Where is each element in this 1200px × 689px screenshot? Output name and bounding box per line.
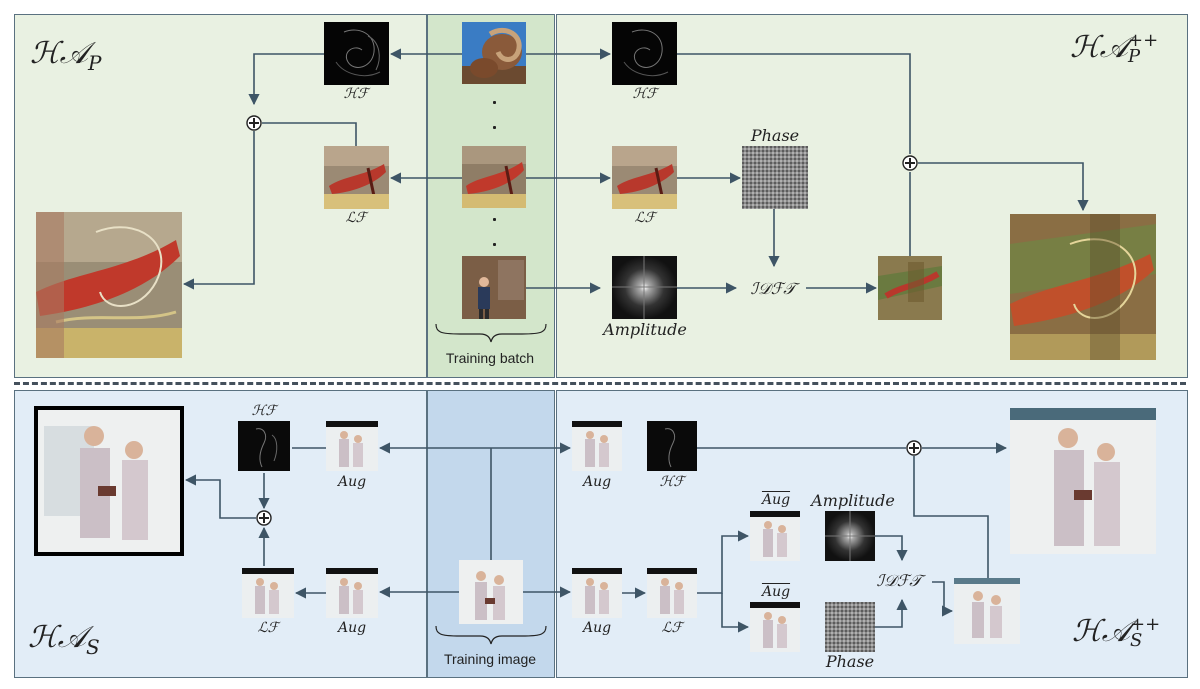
lf-label-bottom-right: ℒℱ	[661, 620, 683, 636]
idft-result-top	[878, 256, 942, 320]
aug-image-top-right	[572, 421, 622, 471]
batch-image-person	[462, 256, 526, 319]
phase-spectrum-bottom	[825, 602, 875, 652]
aug-tilde-label: Aug	[761, 492, 791, 508]
batch-image-ram	[462, 22, 526, 84]
batch-dot	[493, 101, 496, 104]
hf-image-left	[324, 22, 389, 85]
aug-image-bottom-right	[572, 568, 622, 618]
training-batch-label: Training batch	[445, 350, 535, 366]
aug-label-top-right: Aug	[582, 474, 612, 490]
ha-p-plus-title-main: ℋ𝒜	[1070, 30, 1129, 65]
hf-label-bottom-right: ℋℱ	[659, 474, 685, 490]
ha-s-plus-title-sub: S	[1130, 630, 1143, 651]
lf-label-right: ℒℱ	[634, 210, 656, 226]
hf-image-right	[612, 22, 677, 85]
lf-image-right	[612, 146, 677, 209]
ha-p-plus-output-image	[1010, 214, 1156, 360]
ha-s-title-main: ℋ𝒜	[28, 620, 87, 655]
aug-image-top-left	[326, 421, 378, 471]
idft-result-bottom	[954, 578, 1020, 644]
ha-p-plus-title: ℋ𝒜++P	[1070, 30, 1159, 67]
aug-tilde-image	[750, 511, 800, 561]
ha-s-plus-output-image	[1010, 408, 1156, 554]
training-image-panel	[427, 390, 555, 678]
aug-label-top-left: Aug	[337, 474, 367, 490]
ha-p-title: ℋ𝒜P	[30, 36, 102, 75]
amplitude-spectrum-bottom	[825, 511, 875, 561]
idft-label-top: ℐ𝒟ℱ𝒯	[750, 279, 796, 298]
phase-label-bottom: Phase	[825, 652, 875, 671]
batch-image-shoe	[462, 146, 526, 208]
aug-label-bottom-right: Aug	[582, 620, 612, 636]
hf-label-right: ℋℱ	[632, 86, 658, 102]
batch-dot	[493, 126, 496, 129]
ha-p-plus-title-sup: ++	[1128, 30, 1159, 51]
training-image	[459, 560, 523, 624]
amplitude-label-bottom: Amplitude	[811, 491, 895, 510]
lf-image-bottom-left	[242, 568, 294, 618]
aug-bar-label: Aug	[761, 584, 791, 600]
phase-spectrum-top	[742, 146, 808, 209]
ha-s-plus-title-sup: ++	[1130, 614, 1161, 635]
lf-label-bottom-left: ℒℱ	[257, 620, 279, 636]
hf-label-left: ℋℱ	[343, 86, 369, 102]
ha-s-title-sub: S	[86, 635, 100, 659]
ha-p-title-sub: P	[88, 51, 102, 75]
ha-p-title-main: ℋ𝒜	[30, 36, 89, 71]
ha-p-plus-title-sub: P	[1128, 46, 1141, 67]
aug-image-bottom-left	[326, 568, 378, 618]
hf-image-bottom-right	[647, 421, 697, 471]
hf-label-bottom-left: ℋℱ	[251, 403, 277, 419]
phase-label-top: Phase	[750, 126, 800, 145]
idft-label-bottom: ℐ𝒟ℱ𝒯	[876, 571, 922, 590]
ha-s-title: ℋ𝒜S	[28, 620, 100, 659]
section-divider	[14, 382, 1186, 385]
lf-image-left	[324, 146, 389, 209]
amplitude-label-top: Amplitude	[603, 320, 687, 339]
training-image-label: Training image	[443, 651, 537, 667]
ha-s-output-image	[34, 406, 184, 556]
ha-s-plus-title: ℋ𝒜++S	[1072, 614, 1161, 651]
batch-dot	[493, 218, 496, 221]
aug-label-bottom-left: Aug	[337, 620, 367, 636]
ha-s-plus-title-main: ℋ𝒜	[1072, 614, 1131, 649]
amplitude-spectrum-top	[612, 256, 677, 319]
lf-label-left: ℒℱ	[345, 210, 367, 226]
hf-image-bottom-left	[238, 421, 290, 471]
ha-p-output-image	[36, 212, 182, 358]
batch-dot	[493, 243, 496, 246]
lf-image-bottom-right	[647, 568, 697, 618]
aug-bar-image	[750, 602, 800, 652]
